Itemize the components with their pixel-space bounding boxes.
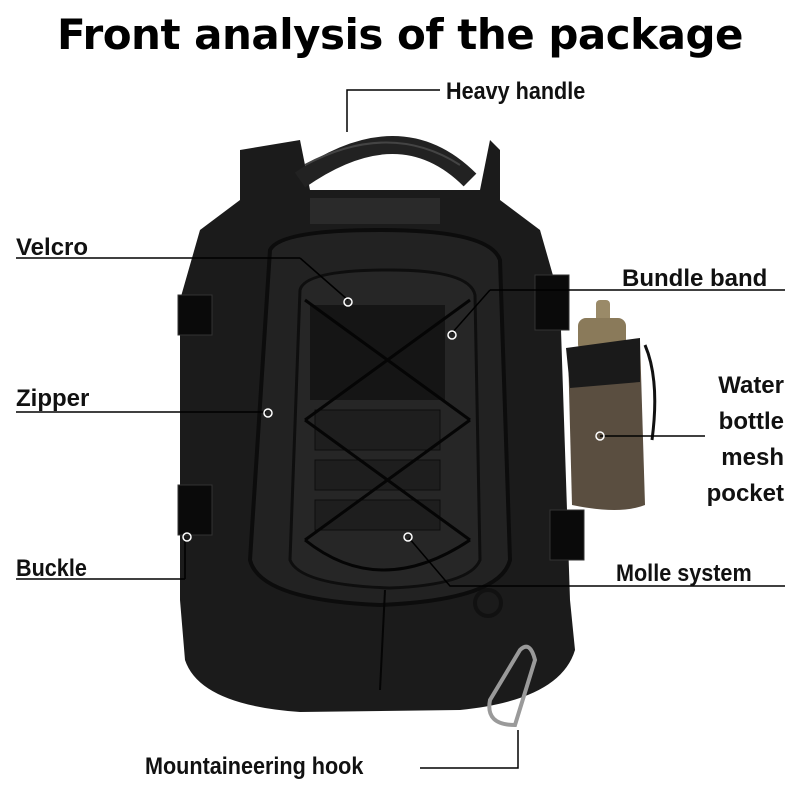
label-water-line-2: bottle [718,408,784,435]
label-water-bottle-mesh-pocket: Water bottle mesh pocket [664,368,784,512]
label-water-line-4: pocket [706,480,784,507]
page-title: Front analysis of the package [56,10,744,59]
label-water-line-1: Water [718,372,784,399]
marker-dots [182,297,605,542]
label-buckle: Buckle [16,555,87,582]
label-molle-system: Molle system [616,560,752,587]
label-water-line-3: mesh [721,444,784,471]
label-bundle-band: Bundle band [622,265,768,292]
label-velcro: Velcro [16,234,89,261]
leader-lines [16,89,785,769]
label-mountaineering-hook: Mountaineering hook [145,753,364,780]
backpack-icon [177,136,585,728]
label-zipper: Zipper [16,385,90,412]
label-heavy-handle: Heavy handle [446,78,586,105]
water-bottle-icon [566,300,657,510]
